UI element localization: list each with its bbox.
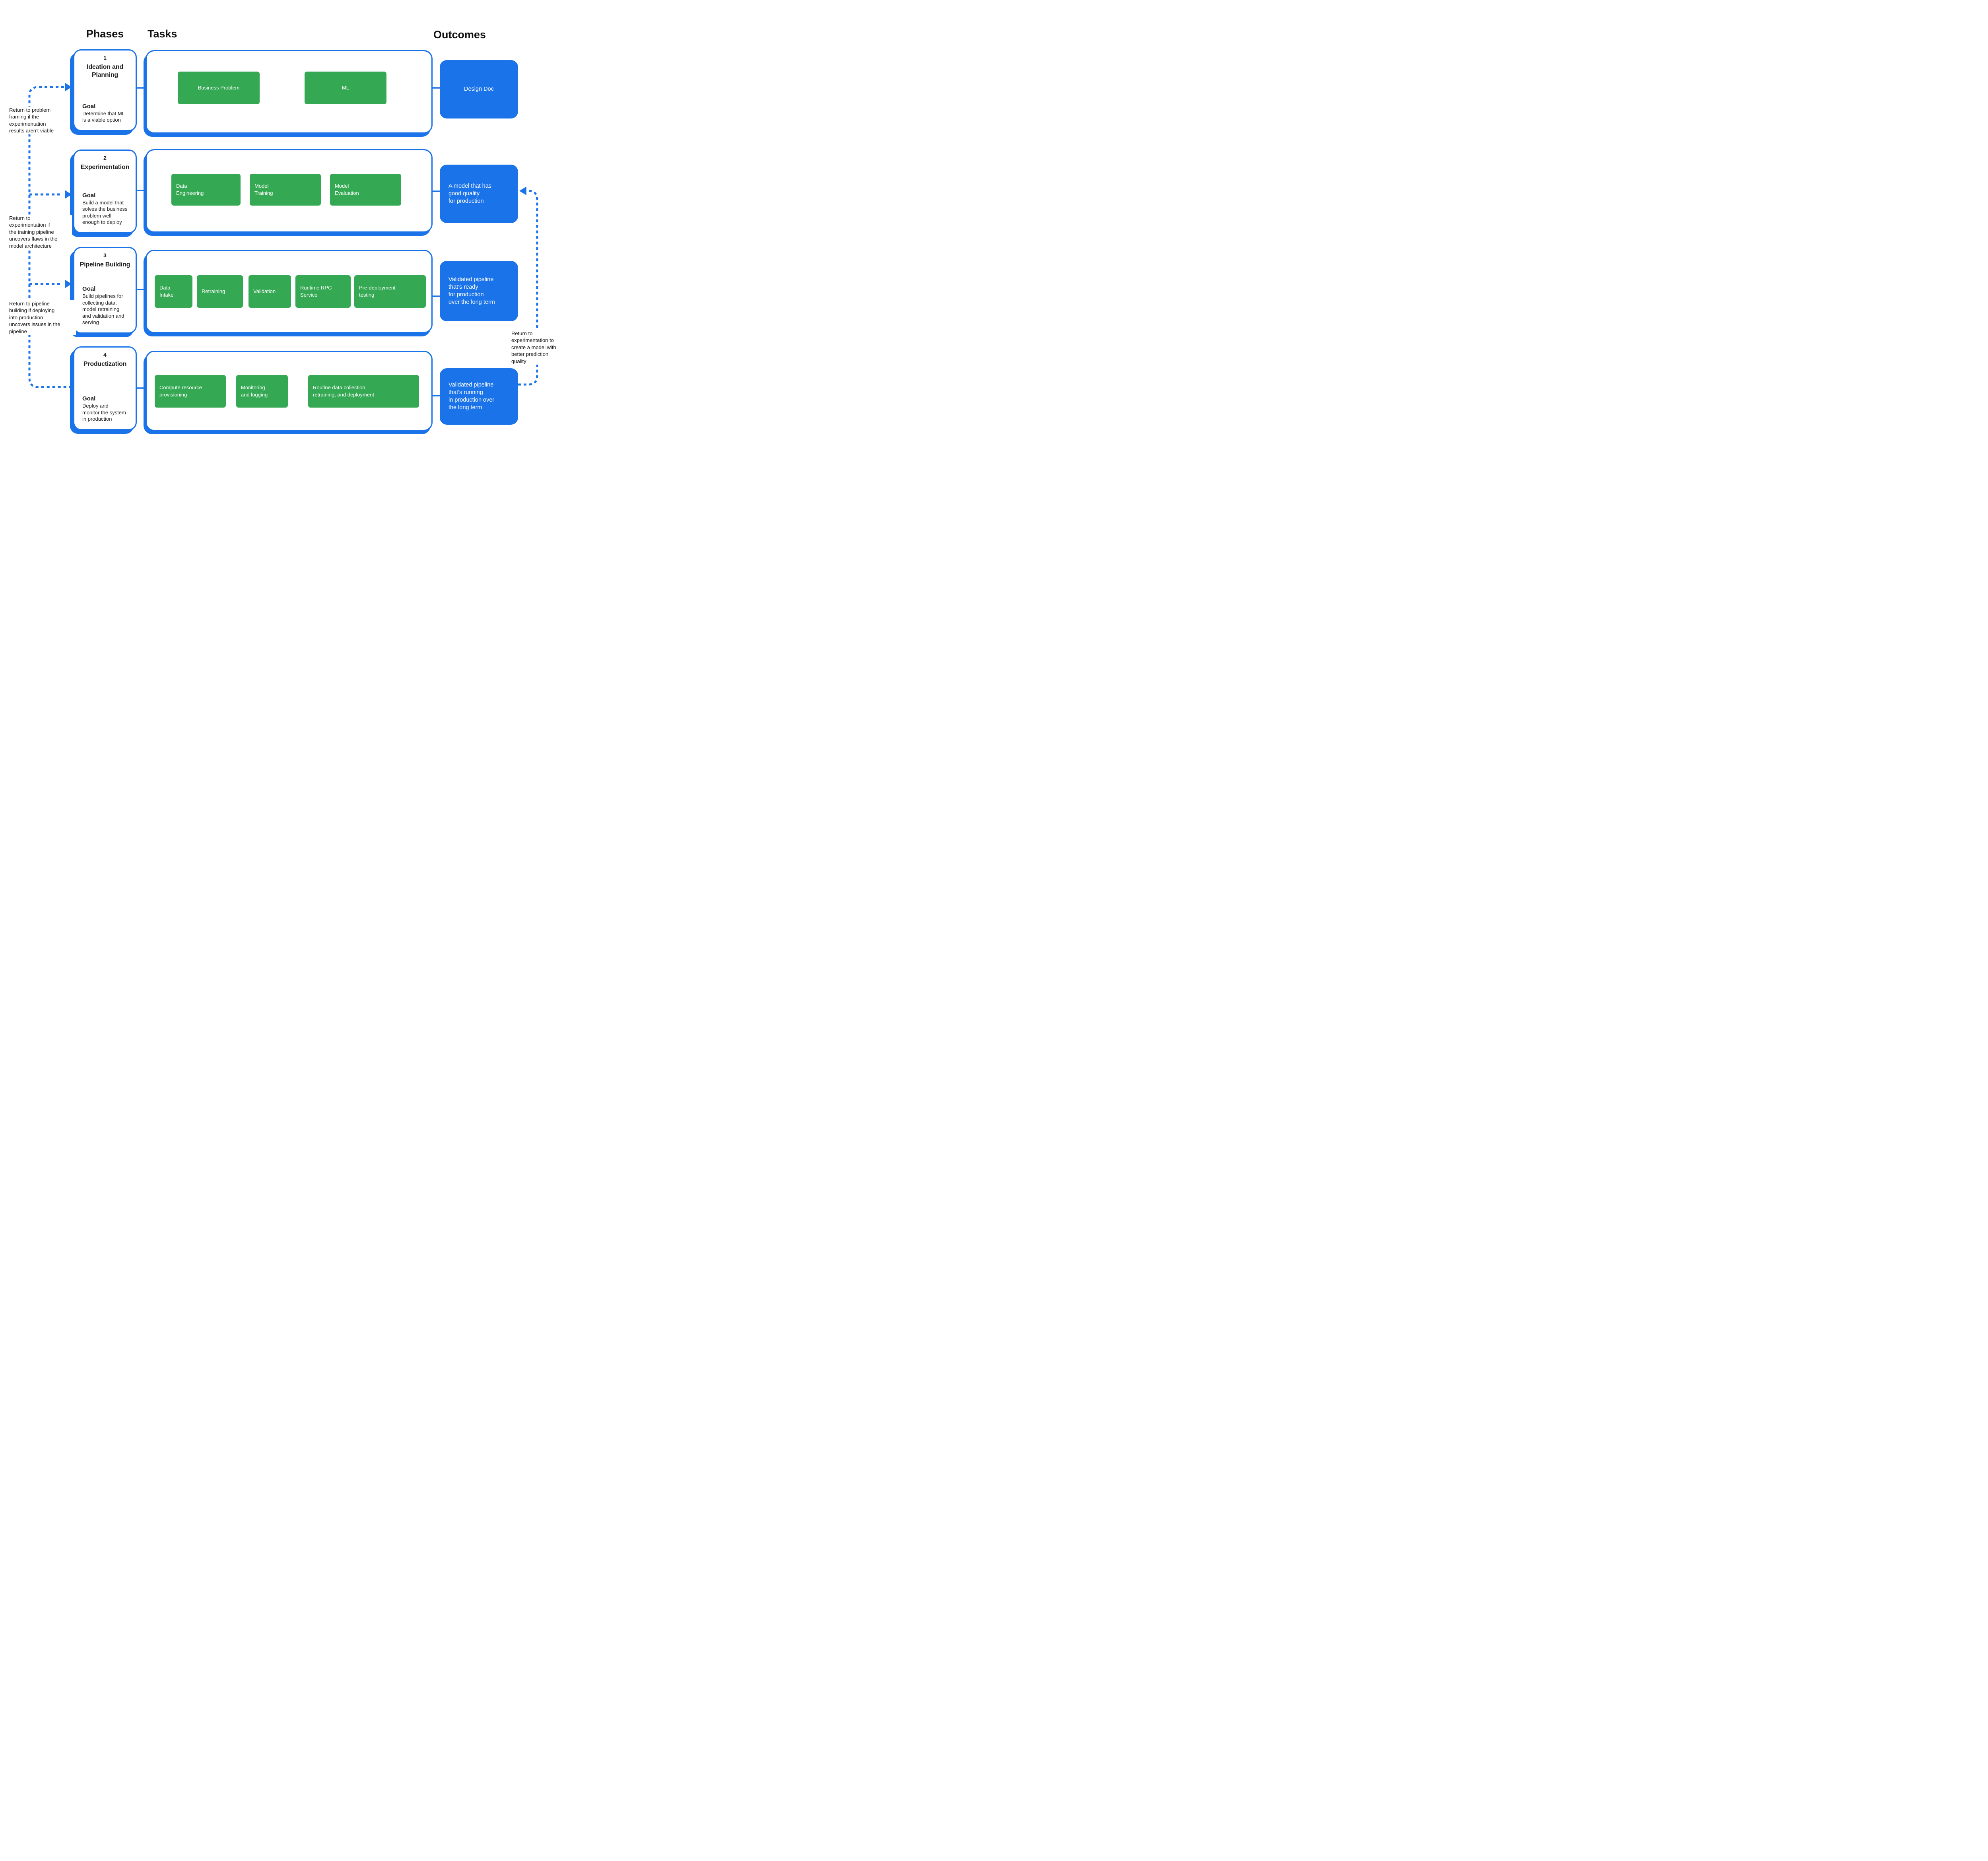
goal-label: Goal [82,103,96,110]
task-ml: ML [305,72,386,104]
right-return-path [518,190,538,386]
phase-title: Ideation and Planning [87,64,123,78]
goal-text: Determine that ML is a viable option [82,110,125,123]
goal-text: Deploy and monitor the system in product… [82,403,126,422]
arrow-left-icon [519,186,526,195]
tasks-column-header: Tasks [148,28,177,40]
phase-number: 4 [103,352,107,358]
annotation-return-to-experimentation-left: Return to experimentation if the trainin… [9,215,72,250]
task-data-engineering: Data Engineering [171,174,241,206]
goal-text: Build pipelines for collecting data, mod… [82,293,124,326]
task-model-evaluation: Model Evaluation [330,174,401,206]
phase-number: 1 [103,54,107,61]
arrow-right-icon [65,190,72,199]
outcome-model-good-quality: A model that has good quality for produc… [440,165,518,223]
task-routine-data-collection: Routine data collection, retraining, and… [308,375,419,408]
phase-number: 2 [103,155,107,161]
task-business-problem: Business Problem [178,72,260,104]
phase-number: 3 [103,252,107,258]
outcomes-column-header: Outcomes [433,29,486,41]
phase-card-productization: 4 Productization Goal Deploy and monitor… [73,346,137,430]
phase-card-experimentation: 2 Experimentation Goal Build a model tha… [73,150,137,233]
arrow-right-icon [65,280,72,288]
phase-title: Pipeline Building [80,261,130,268]
goal-label: Goal [82,192,96,199]
task-compute-resource-provisioning: Compute resource provisioning [155,375,226,408]
phase-card-pipeline-building: 3 Pipeline Building Goal Build pipelines… [73,247,137,334]
ml-workflow-diagram: Phases Tasks Outcomes 1 Ideation and Pla… [0,0,564,465]
task-retraining: Retraining [197,275,243,308]
task-pre-deployment-testing: Pre-deployment testing [354,275,426,308]
outcome-design-doc: Design Doc [440,60,518,118]
goal-label: Goal [82,395,96,402]
annotation-return-to-problem-framing: Return to problem framing if the experim… [9,107,65,134]
arrow-right-icon [65,83,72,91]
outcome-validated-pipeline-running: Validated pipeline that’s running in pro… [440,368,518,425]
task-validation: Validation [248,275,291,308]
task-data-intake: Data Intake [155,275,192,308]
phase-goal: Goal Build a model that solves the busin… [74,192,136,226]
goal-label: Goal [82,285,96,292]
phase-card-ideation-planning: 1 Ideation and Planning Goal Determine t… [73,49,137,131]
annotation-return-to-pipeline-building: Return to pipeline building if deploying… [9,300,76,335]
outcome-validated-pipeline-ready: Validated pipeline that’s ready for prod… [440,261,518,321]
goal-text: Build a model that solves the business p… [82,199,128,225]
annotation-return-to-experimentation-right: Return to experimentation to create a mo… [511,330,564,365]
task-model-training: Model Training [250,174,321,206]
phase-goal: Goal Deploy and monitor the system in pr… [74,395,136,423]
phase-goal: Goal Build pipelines for collecting data… [74,286,136,326]
task-monitoring-and-logging: Monitoring and logging [236,375,288,408]
left-return-path [28,86,70,388]
phase-title: Experimentation [80,164,130,171]
phase-goal: Goal Determine that ML is a viable optio… [74,103,136,124]
blue-connectors [137,87,441,396]
task-runtime-rpc-service: Runtime RPC Service [295,275,351,308]
phases-column-header: Phases [86,28,124,40]
phase-title: Productization [83,361,127,367]
